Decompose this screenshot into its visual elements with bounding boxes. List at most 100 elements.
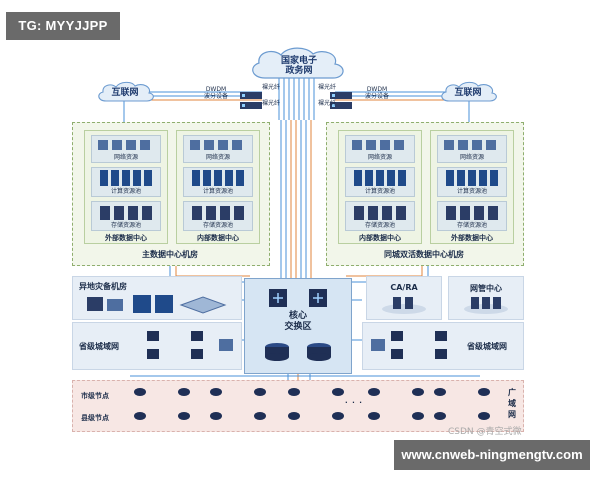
ca-server-icon [382,297,426,314]
ca-ra-label: CA/RA [390,283,418,292]
dwdm-left-line2: 波分设备 [203,93,228,100]
province-net-left-label: 省级城域网 [79,342,119,351]
cloud-icon [252,47,344,79]
internal-dc-right: 网络资源 计算资源池 存储资源池 内部数据中心 [338,130,422,244]
province-net-left: 省级城域网 [72,322,242,370]
storage-pool-box: 存储资源池 [437,201,507,231]
compute-pool-box: 计算资源池 [437,167,507,197]
dwdm-left-line1: DWDM [205,86,227,93]
storage-pool-box: 存储资源池 [183,201,253,231]
province-net-right: 省级城域网 [362,322,524,370]
main-dc-room-label: 主数据中心机房 [142,250,198,259]
tg-badge: TG: MYYJJPP [6,12,120,40]
ca-ra-box: CA/RA [366,276,442,320]
city-nodes-label: 市级节点 [81,392,109,400]
compute-pool-label: 计算资源池 [364,188,395,195]
server-rack-icon [354,170,406,186]
offsite-dr-room: 异地灾备机房 [72,276,242,320]
core-label-line1: 核心 [288,311,307,321]
network-resource-label: 网络资源 [205,154,230,161]
fiber-label-left-2: 裸光纤 [261,100,280,107]
wan-char-3: 网 [508,410,516,419]
network-devices-icon [190,140,242,150]
server-rack-icon [192,170,244,186]
internal-dc-label-right: 内部数据中心 [359,234,401,242]
storage-pool-label: 存储资源池 [364,222,395,229]
server-rack-icon [100,170,152,186]
more-nodes-ellipsis: · · · [345,399,363,407]
cloud-icon [441,81,497,102]
compute-pool-box: 计算资源池 [183,167,253,197]
wan-char-1: 广 [508,388,516,397]
url-badge: www.cnweb-ningmengtv.com [394,440,590,470]
dwdm-device-left [240,92,262,109]
external-dc-right: 网络资源 计算资源池 存储资源池 外部数据中心 [430,130,514,244]
storage-array-icon [446,206,498,220]
core-router-icons [269,289,327,307]
compute-pool-label: 计算资源池 [202,188,233,195]
storage-array-icon [100,206,152,220]
storage-pool-box: 存储资源池 [345,201,415,231]
compute-pool-label: 计算资源池 [456,188,487,195]
network-resource-label: 网络资源 [367,154,392,161]
network-devices-icon [98,140,150,150]
nms-center-label: 网管中心 [470,284,502,293]
internal-dc-label-left: 内部数据中心 [197,234,239,242]
gov-cloud-line1: 国家电子 [280,56,317,66]
network-resource-box: 网络资源 [91,135,161,163]
external-dc-label-left: 外部数据中心 [105,234,147,242]
internet-label-left: 互联网 [111,88,139,98]
core-label-line2: 交换区 [284,322,312,332]
province-switch-icons [147,331,233,359]
dwdm-label-left: DWDM 波分设备 [196,86,236,100]
nms-center-box: 网管中心 [448,276,524,320]
dwdm-right-line2: 波分设备 [364,93,389,100]
storage-pool-box: 存储资源池 [91,201,161,231]
network-resource-label: 网络资源 [113,154,138,161]
storage-pool-label: 存储资源池 [202,222,233,229]
dr-equipment-icon [87,295,227,314]
core-switch-icons [265,343,331,361]
wan-char-2: 域 [508,399,516,408]
external-dc-label-right: 外部数据中心 [451,234,493,242]
county-nodes-label: 县级节点 [81,414,109,422]
fiber-label-left: 裸光纤 [261,84,280,91]
network-resource-box: 网络资源 [437,135,507,163]
gov-cloud-line2: 政务网 [285,66,313,76]
storage-pool-label: 存储资源池 [110,222,141,229]
wan-label: 广 域 网 [505,387,519,420]
fiber-label-right-2: 裸光纤 [317,100,336,107]
compute-pool-label: 计算资源池 [110,188,141,195]
external-dc-left: 网络资源 计算资源池 存储资源池 外部数据中心 [84,130,168,244]
dwdm-label-right: DWDM 波分设备 [357,86,397,100]
network-resource-label: 网络资源 [459,154,484,161]
dwdm-right-line1: DWDM [366,86,388,93]
core-switch-zone: 核心 交换区 [244,278,352,374]
internet-cloud-right: 互联网 [437,80,499,104]
storage-array-icon [354,206,406,220]
fiber-label-right: 裸光纤 [317,84,336,91]
internal-dc-left: 网络资源 计算资源池 存储资源池 内部数据中心 [176,130,260,244]
dwdm-device-right [330,92,352,109]
dr-dc-room-label: 同城双活数据中心机房 [384,250,464,259]
network-resource-box: 网络资源 [345,135,415,163]
network-resource-box: 网络资源 [183,135,253,163]
network-devices-icon [444,140,496,150]
internet-label-right: 互联网 [454,88,482,98]
server-rack-icon [446,170,498,186]
internet-cloud-left: 互联网 [94,80,156,104]
compute-pool-box: 计算资源池 [345,167,415,197]
offsite-dr-label: 异地灾备机房 [79,282,127,291]
cloud-icon [98,81,154,102]
storage-array-icon [192,206,244,220]
storage-pool-label: 存储资源池 [456,222,487,229]
network-devices-icon [352,140,404,150]
province-net-right-label: 省级城域网 [467,342,507,351]
compute-pool-box: 计算资源池 [91,167,161,197]
province-switch-icons [371,331,447,359]
csdn-watermark: CSDN @青空式微 [448,427,522,437]
gov-network-cloud: 国家电子 政务网 [245,44,353,84]
wan-band: 市级节点 县级节点 广 域 网 · · · [72,380,524,432]
nms-server-icon [464,297,508,314]
